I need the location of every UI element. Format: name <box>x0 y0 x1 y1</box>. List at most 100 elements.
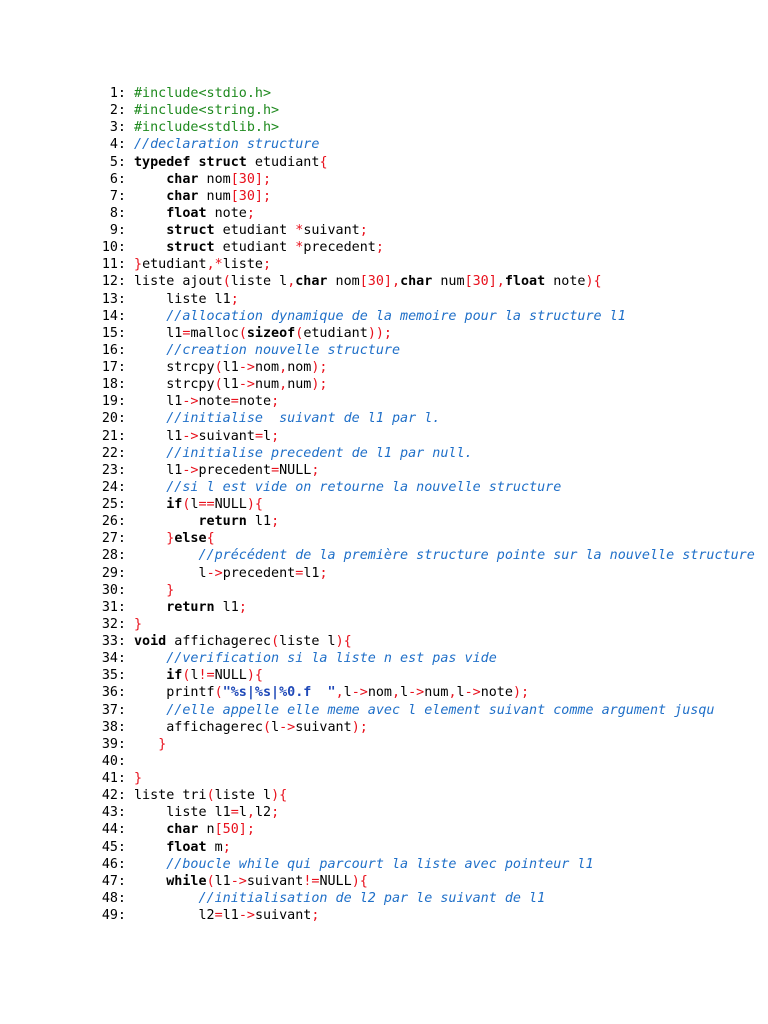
code-text: malloc <box>190 325 239 341</box>
code-line: 9: struct etudiant *suivant; <box>100 222 768 239</box>
code-line: 2:#include<string.h> <box>100 102 768 119</box>
line-number: 14: <box>101 308 126 324</box>
code-line: 31: return l1; <box>100 599 768 616</box>
punctuation: , <box>335 685 344 701</box>
keyword: struct <box>166 223 215 238</box>
code-text: nom <box>287 360 312 375</box>
keyword: float <box>166 205 207 221</box>
code-listing: 1:#include<stdio.h>2:#include<string.h>3… <box>100 85 768 924</box>
code-line: 29: l->precedent=l1; <box>100 565 768 582</box>
code-line: 46: //boucle while qui parcourt la liste… <box>100 856 768 873</box>
code-text <box>134 343 166 358</box>
code-text <box>134 531 166 546</box>
comment: //initialise suivant de l1 par l. <box>166 411 441 427</box>
code-line: 47: while(l1->suivant!=NULL){ <box>100 873 768 890</box>
line-number: 33: <box>101 634 126 649</box>
punctuation: ){ <box>335 634 352 649</box>
code-text: etudiant <box>246 154 320 170</box>
punctuation: = <box>230 805 239 821</box>
punctuation: ( <box>206 788 215 804</box>
punctuation: ( <box>206 873 215 889</box>
code-text: l <box>343 685 352 701</box>
line-number: 31: <box>101 599 126 615</box>
punctuation: ; <box>271 428 280 444</box>
punctuation: -> <box>464 685 481 701</box>
punctuation: -> <box>238 908 255 923</box>
code-line: 3:#include<stdlib.h> <box>100 119 768 136</box>
line-number: 40: <box>101 753 126 769</box>
code-line: 20: //initialise suivant de l1 par l. <box>100 410 768 427</box>
punctuation: ( <box>271 634 280 649</box>
code-line: 23: l1->precedent=NULL; <box>100 462 768 479</box>
code-text: m <box>206 839 223 855</box>
code-text: affichagerec <box>166 634 272 649</box>
line-number: 3: <box>109 120 126 136</box>
code-text: liste ajout <box>134 274 223 290</box>
code-line: 26: return l1; <box>100 513 768 530</box>
comment: //boucle while qui parcourt la liste ave… <box>166 856 594 872</box>
line-number: 7: <box>109 188 126 204</box>
line-number: 26: <box>101 514 126 530</box>
comment: //creation nouvelle structure <box>166 342 401 358</box>
line-number: 29: <box>101 565 126 581</box>
punctuation: ); <box>311 360 328 375</box>
punctuation: = <box>182 325 191 341</box>
code-text <box>134 874 166 889</box>
line-number: 19: <box>101 394 126 410</box>
code-text: strcpy <box>134 360 215 375</box>
keyword: float <box>166 839 207 855</box>
code-text: n <box>198 822 215 838</box>
punctuation: [30]; <box>230 188 272 204</box>
punctuation: { <box>206 531 215 547</box>
code-text: l1 <box>134 428 183 444</box>
code-text: note <box>206 205 247 221</box>
code-line: 49: l2=l1->suivant; <box>100 907 768 924</box>
punctuation: ){ <box>271 788 288 804</box>
keyword: return <box>166 599 215 615</box>
code-text: NULL <box>279 462 312 478</box>
code-text: precedent <box>303 240 376 256</box>
code-text: etudiant <box>214 223 296 238</box>
punctuation: , <box>279 377 288 393</box>
keyword: struct <box>166 240 215 256</box>
code-text <box>134 223 166 238</box>
code-text: nom <box>254 360 280 375</box>
line-number: 9: <box>109 223 126 238</box>
code-text <box>134 840 166 855</box>
keyword: char <box>400 274 433 290</box>
code-text: l <box>271 719 280 735</box>
directive: #include<stdio.h> <box>134 86 272 101</box>
punctuation: [30], <box>464 274 505 290</box>
punctuation: * <box>295 223 304 238</box>
directive: #include<string.h> <box>134 103 280 119</box>
line-number: 18: <box>101 377 126 393</box>
punctuation: ; <box>271 394 280 410</box>
code-text: suivant <box>303 223 360 238</box>
code-line: 22: //initialise precedent de l1 par nul… <box>100 445 768 462</box>
keyword: typedef <box>134 154 191 170</box>
punctuation: ; <box>271 805 280 821</box>
code-text <box>134 737 158 752</box>
keyword: while <box>166 873 207 889</box>
code-text: precedent <box>222 565 296 581</box>
punctuation: , <box>246 805 255 821</box>
code-line: 5:typedef struct etudiant{ <box>100 154 768 171</box>
line-number: 36: <box>101 685 126 701</box>
code-text: note <box>198 394 231 410</box>
punctuation: = <box>254 428 263 444</box>
line-number: 43: <box>101 805 126 821</box>
code-text: nom <box>327 274 360 290</box>
line-number: 8: <box>109 205 126 221</box>
punctuation: ,* <box>206 257 223 273</box>
keyword: else <box>174 531 207 547</box>
punctuation: ; <box>238 599 247 615</box>
code-line: 19: l1->note=note; <box>100 393 768 410</box>
punctuation: -> <box>230 873 247 889</box>
punctuation: )); <box>367 325 392 341</box>
punctuation: } <box>134 771 143 786</box>
code-text <box>134 189 166 204</box>
line-number: 46: <box>101 856 126 872</box>
code-line: 43: liste l1=l,l2; <box>100 804 768 821</box>
punctuation: -> <box>182 428 199 444</box>
code-text: l1 <box>134 325 183 341</box>
